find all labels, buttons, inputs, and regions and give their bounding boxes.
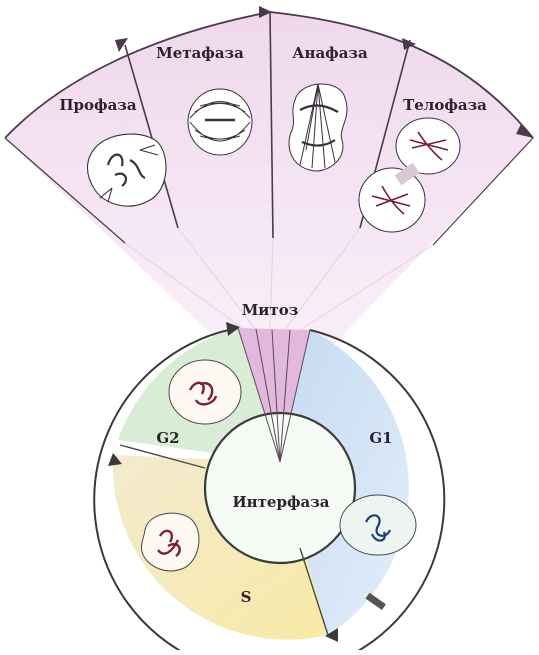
anaphase-cell-illustration xyxy=(288,83,348,172)
arrow-icon xyxy=(226,322,240,336)
mitosis-fan: Профаза Метафаза Анафаза Телофаза xyxy=(4,6,534,400)
phase-label-prophase: Профаза xyxy=(59,96,136,114)
arrow-icon xyxy=(325,628,338,642)
mitosis-sector xyxy=(238,328,310,462)
metaphase-cell-illustration xyxy=(187,88,253,156)
separator-prophase-metaphase xyxy=(124,44,179,229)
arrow-icon xyxy=(259,6,272,18)
separator-metaphase-anaphase xyxy=(269,11,274,239)
g2-cell-illustration xyxy=(168,359,242,425)
telophase-cell-illustration xyxy=(358,117,461,233)
prophase-cell-illustration xyxy=(86,133,167,207)
stage-label-s: S xyxy=(241,588,252,606)
interphase-label: Интерфаза xyxy=(232,493,329,511)
fan-background xyxy=(5,12,533,400)
mitosis-label: Митоз xyxy=(242,301,299,319)
sector-dividers xyxy=(119,444,329,636)
fan-rays xyxy=(124,227,434,331)
mitosis-wedge-lines xyxy=(237,327,311,463)
fan-inner-outline xyxy=(4,137,534,246)
cell-cycle-wheel: Митоз G2 G1 S Интерфаза xyxy=(93,301,446,655)
checkpoint-marker xyxy=(365,592,386,611)
phase-label-telophase: Телофаза xyxy=(403,96,487,114)
arrow-icon xyxy=(402,38,416,50)
interphase-core xyxy=(203,411,357,565)
arrow-icon xyxy=(115,38,128,52)
stage-label-g2: G2 xyxy=(156,429,179,447)
phase-label-metaphase: Метафаза xyxy=(156,44,244,62)
arrow-icon xyxy=(108,453,122,466)
s-cell-illustration xyxy=(140,512,200,572)
cycle-outer-ring xyxy=(93,327,446,655)
arrow-icon xyxy=(516,124,534,138)
stage-label-g1: G1 xyxy=(369,429,392,447)
phase-label-anaphase: Анафаза xyxy=(292,44,368,62)
g1-cell-illustration xyxy=(339,494,417,556)
